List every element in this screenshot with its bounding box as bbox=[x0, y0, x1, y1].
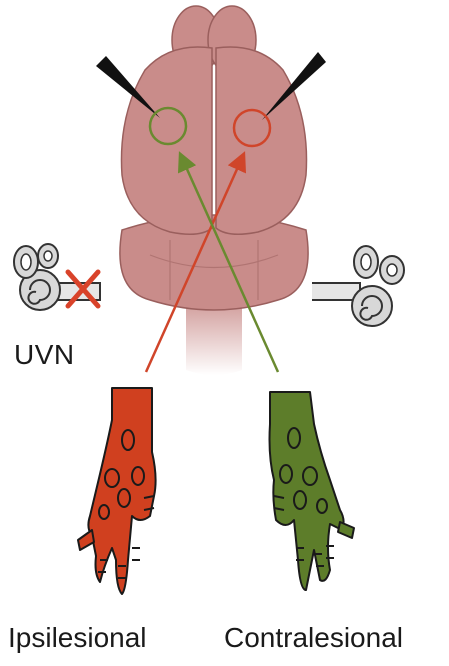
paw-ipsilesional bbox=[78, 388, 156, 594]
hemisphere-right bbox=[216, 47, 307, 234]
inner-ear-left-icon bbox=[14, 244, 100, 310]
hemisphere-left bbox=[121, 47, 212, 234]
ipsilesional-label: Ipsilesional bbox=[8, 622, 147, 654]
contralesional-label: Contralesional bbox=[224, 622, 403, 654]
inner-ear-right-icon bbox=[312, 246, 404, 326]
paw-contralesional bbox=[270, 392, 355, 590]
brain bbox=[120, 6, 308, 375]
lesion-label: UVN bbox=[14, 339, 75, 371]
